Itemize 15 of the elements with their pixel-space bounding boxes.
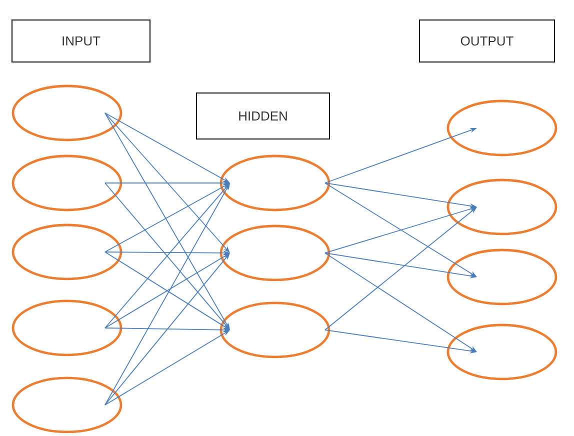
neuron-ellipse [220, 224, 330, 282]
label-box: OUTPUT [419, 20, 555, 62]
neuron-ellipse [12, 376, 122, 434]
label-box: HIDDEN [196, 92, 330, 140]
neuron-ellipse [12, 300, 122, 356]
neuron-ellipse [446, 100, 558, 156]
neuron-ellipse [12, 154, 122, 212]
neuron-ellipse [220, 154, 330, 212]
label-box: INPUT [12, 20, 150, 62]
neuron-ellipse [446, 248, 558, 306]
neuron-ellipse [12, 224, 122, 280]
neuron-ellipse [446, 178, 558, 236]
neuron-ellipse [446, 324, 558, 380]
neuron-ellipse [12, 84, 122, 142]
neuron-ellipse [220, 302, 330, 358]
